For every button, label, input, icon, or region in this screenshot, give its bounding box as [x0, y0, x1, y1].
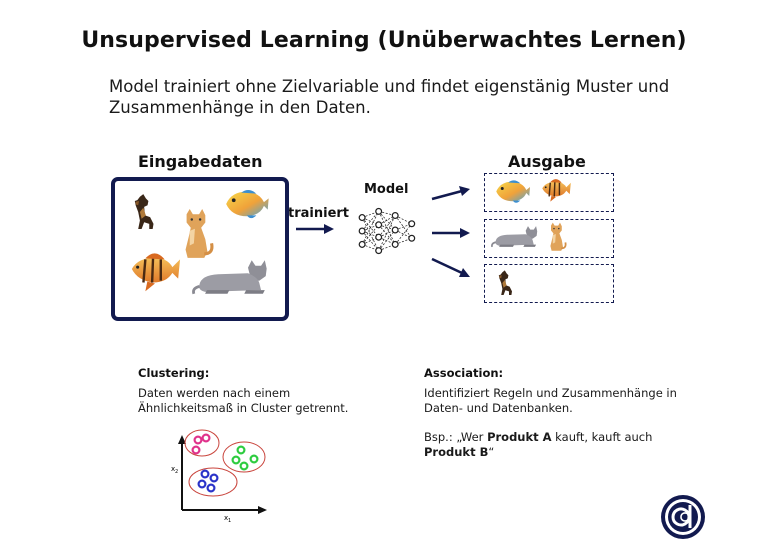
input-data-box	[111, 177, 289, 321]
fish-icon	[130, 252, 182, 293]
example-product-a: Produkt A	[487, 430, 552, 444]
cluster-point	[193, 435, 203, 445]
output-cluster-box-1	[484, 173, 614, 212]
logo-icon	[661, 495, 705, 539]
neural-network-icon	[358, 207, 416, 255]
cluster-point	[236, 445, 246, 455]
cluster-point	[231, 455, 241, 465]
clustering-description: Daten werden nach einem Ähnlichkeitsmaß …	[138, 386, 349, 415]
arrow-icon	[296, 224, 334, 234]
clustering-chart: x 2 x 1	[171, 429, 267, 524]
cluster-point	[239, 461, 249, 471]
association-example: Bsp.: „Wer Produkt A kauft, kauft auch P…	[424, 430, 704, 460]
example-suffix: “	[488, 445, 495, 459]
example-prefix: Bsp.: „Wer	[424, 430, 488, 444]
axis-x-label: x	[224, 514, 228, 522]
cluster-outline	[222, 441, 266, 473]
association-description: Identifiziert Regeln und Zusammenhänge i…	[424, 386, 677, 415]
page-subtitle: Model trainiert ohne Zielvariable und fi…	[109, 77, 670, 117]
fish-icon	[496, 180, 530, 203]
dog-icon	[134, 194, 154, 229]
example-product-b: Produkt B	[424, 445, 489, 459]
clustering-heading: Clustering:	[138, 366, 210, 380]
output-heading: Ausgabe	[508, 152, 586, 171]
cat-icon	[183, 208, 214, 260]
cluster-point	[197, 479, 207, 489]
cluster-point	[201, 433, 211, 443]
arrow-icon	[432, 228, 470, 238]
arrow-icon	[431, 186, 470, 201]
axis-y-subscript: 2	[175, 469, 178, 475]
output-cluster-box-2	[484, 219, 614, 258]
dog-icon	[498, 270, 512, 295]
cluster-outline	[188, 467, 238, 497]
cat-icon	[192, 258, 269, 296]
cat-icon	[549, 222, 567, 252]
axis-y-label: x	[171, 465, 175, 473]
cat-icon	[491, 225, 539, 248]
fish-icon	[226, 190, 269, 219]
cluster-point	[200, 469, 210, 479]
fish-icon	[541, 178, 572, 203]
axis-x-subscript: 1	[228, 518, 231, 524]
association-heading: Association:	[424, 366, 504, 380]
trained-label: trainiert	[288, 206, 350, 221]
cluster-outline	[184, 429, 220, 457]
cluster-point	[209, 473, 219, 483]
model-label: Model	[364, 182, 409, 197]
arrow-icon	[431, 257, 470, 277]
cluster-point	[206, 483, 216, 493]
example-middle: kauft, kauft auch	[551, 430, 653, 444]
input-heading: Eingabedaten	[138, 152, 263, 171]
page-title: Unsupervised Learning (Unüberwachtes Ler…	[81, 28, 687, 53]
cluster-point	[191, 445, 201, 455]
output-cluster-box-3	[484, 264, 614, 303]
cluster-point	[249, 454, 259, 464]
